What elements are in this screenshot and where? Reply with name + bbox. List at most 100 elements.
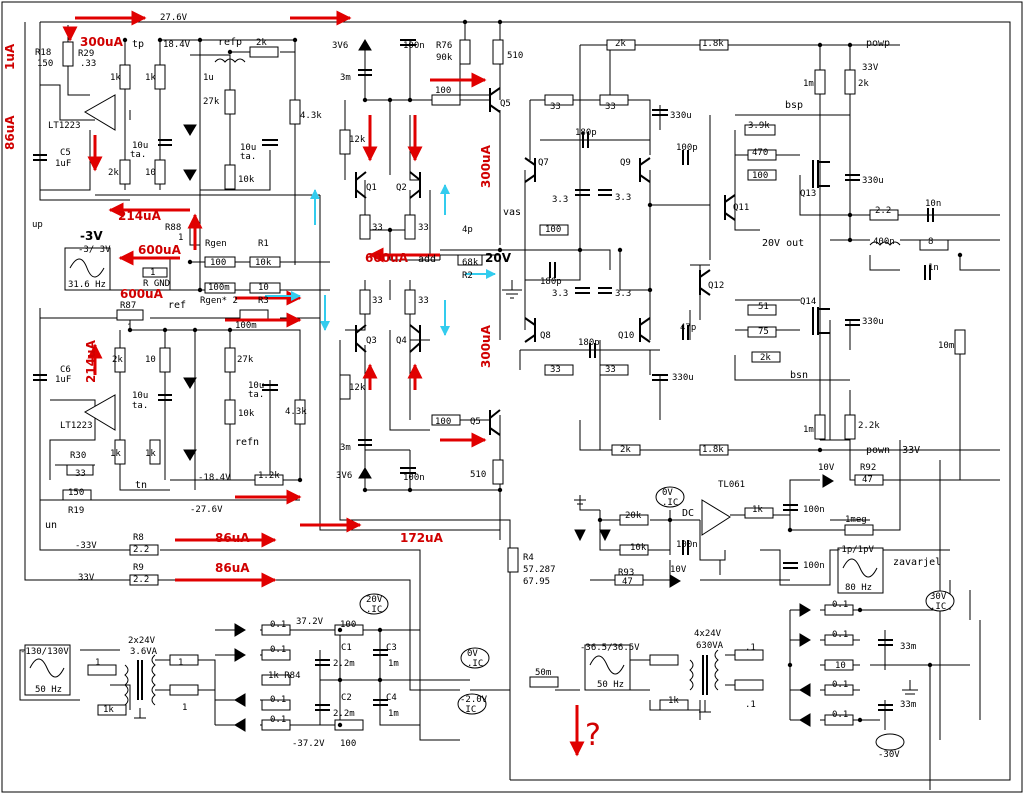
component-label-c10u-bt: ta. xyxy=(240,152,256,162)
mains-left-range: -130/130V xyxy=(20,647,69,657)
noise-source-freq: 80 Hz xyxy=(845,583,872,593)
component-label-r2k-refp: 2k xyxy=(256,38,267,48)
component-label-d3v6-b: 3V6 xyxy=(336,471,352,481)
component-label-c33-d: 3.3 xyxy=(615,289,631,299)
component-label-r33-q2: 33 xyxy=(418,223,429,233)
component-label-r1meg: 1meg xyxy=(845,515,867,525)
component-label-pr-01b: 0.1 xyxy=(832,630,848,640)
component-label-r4p: 4p xyxy=(462,225,473,235)
component-label-ps-100b: 100 xyxy=(340,739,356,749)
component-label-r33-q1: 33 xyxy=(372,223,383,233)
component-label-c100n-dc2: 100n xyxy=(676,540,698,550)
component-label-pr-1b: .1 xyxy=(745,700,756,710)
component-label-c100p: 100p xyxy=(676,143,698,153)
component-label-c10u-dt: ta. xyxy=(248,390,264,400)
noise-source-range: -1p/1pV xyxy=(836,545,875,555)
node-tl061: TL061 xyxy=(718,480,745,490)
component-label-c10u-a: 10u xyxy=(132,141,148,151)
component-label-c10u-b: 10u xyxy=(240,143,256,153)
rail-pos-18v4: 18.4V xyxy=(163,40,191,50)
xfmr-left-power: 3.6VA xyxy=(130,647,158,657)
xfmr-right-ratio: 4x24V xyxy=(694,629,722,639)
component-label-ps-01c: 0.1 xyxy=(270,695,286,705)
component-label-q8: Q8 xyxy=(540,331,551,341)
component-label-d10v-a: 10V xyxy=(818,463,835,473)
current-214ua-top: 214uA xyxy=(118,209,162,223)
component-label-ps-50m: 50m xyxy=(535,668,551,678)
input-source-range: -3/ 3V xyxy=(78,245,111,255)
component-label-r75: 75 xyxy=(758,327,769,337)
component-label-ps-01a: 0.1 xyxy=(270,620,286,630)
component-label-r2k-b: 2k xyxy=(112,355,123,365)
component-label-r33-c: 33 xyxy=(550,365,561,375)
component-label-c33-c: 3.3 xyxy=(552,289,568,299)
voltage-20v: 20V xyxy=(485,251,512,265)
component-label-r33-b: 33 xyxy=(605,102,616,112)
rail-pos-27v6: 27.6V xyxy=(160,13,188,23)
component-label-ps-c3: C3 xyxy=(386,643,397,653)
component-label-r8: 8 xyxy=(928,237,933,247)
component-label-r4v2: 67.95 xyxy=(523,577,550,587)
current-arrows-red xyxy=(62,10,585,757)
component-label-q7: Q7 xyxy=(538,158,549,168)
component-label-rgen: Rgen xyxy=(205,239,227,249)
component-label-pr-10: 10 xyxy=(835,661,846,671)
component-label-r9sv: 2.2 xyxy=(133,575,149,585)
component-label-r1-gnd: 1 xyxy=(150,268,155,278)
current-86ua-left: 86uA xyxy=(3,115,17,150)
component-label-ps-c1v: 2.2m xyxy=(333,659,355,669)
current-600ua-add: 600uA xyxy=(365,251,409,265)
node-bsp: bsp xyxy=(785,100,803,111)
component-label-c180p-b: 180p xyxy=(540,277,562,287)
component-label-ps-r1: 1 xyxy=(95,658,100,668)
component-label-pr-33ma: 33m xyxy=(900,642,916,652)
component-label-r9s: R9 xyxy=(133,563,144,573)
component-label-pr-1a: .1 xyxy=(745,643,756,653)
node-refn: refn xyxy=(235,437,259,448)
component-label-r92: R92 xyxy=(860,463,876,473)
component-label-r470: 470 xyxy=(752,148,768,158)
component-label-r27k-b: 27k xyxy=(237,355,254,365)
component-label-ps-c4: C4 xyxy=(386,693,397,703)
node-ref: ref xyxy=(168,300,186,311)
component-label-r88: R88 xyxy=(165,223,181,233)
node-tn: tn xyxy=(135,480,147,491)
component-label-r20k: 20k xyxy=(625,511,642,521)
component-label-r19: R19 xyxy=(68,506,84,516)
component-label-r87: R87 xyxy=(120,301,136,311)
component-label-r1k-b: 1k xyxy=(145,73,156,83)
component-label-r76v: 90k xyxy=(436,53,453,63)
component-label-c330u-a: 330u xyxy=(670,111,692,121)
node-zavarjel: zavarjel xyxy=(893,557,941,568)
component-label-r93: R93 xyxy=(618,568,634,578)
component-label-ps-01d: 0.1 xyxy=(270,715,286,725)
node-tp: tp xyxy=(132,39,144,50)
component-label-r18: R18 xyxy=(35,48,51,58)
component-label-r30: R30 xyxy=(70,451,86,461)
component-label-r29: R29 xyxy=(78,49,94,59)
component-label-pr-33mb: 33m xyxy=(900,700,916,710)
component-label-r43k-b: 4.3k xyxy=(285,407,307,417)
component-label-r100-vas: 100 xyxy=(545,225,561,235)
component-label-r12k-b: 12k xyxy=(349,383,366,393)
component-label-r2: R2 xyxy=(462,271,473,281)
rail-pos-33v: 33V xyxy=(862,63,879,73)
component-label-q3: Q3 xyxy=(366,336,377,346)
mains-right-freq: 50 Hz xyxy=(597,680,624,690)
component-label-ps-c1: C1 xyxy=(341,643,352,653)
node-up: up xyxy=(32,220,43,230)
component-label-r47-a: 47 xyxy=(862,475,873,485)
component-label-r22: 2.2 xyxy=(875,206,891,216)
mains-right-range: -36.5/36.5V xyxy=(580,643,640,653)
transformers xyxy=(124,649,719,706)
component-label-c330u-c: 330u xyxy=(862,317,884,327)
node-vas: vas xyxy=(503,207,521,218)
signal-sources xyxy=(24,247,884,696)
component-label-c10u-ct: ta. xyxy=(132,401,148,411)
probe-0v-dc: 0V.IC xyxy=(662,488,678,508)
rail-neg-27v6: -27.6V xyxy=(190,505,223,515)
component-label-r18v: 150 xyxy=(37,59,53,69)
component-label-r1: R1 xyxy=(258,239,269,249)
node-dc: DC xyxy=(682,508,694,519)
component-label-r8sv: 2.2 xyxy=(133,545,149,555)
